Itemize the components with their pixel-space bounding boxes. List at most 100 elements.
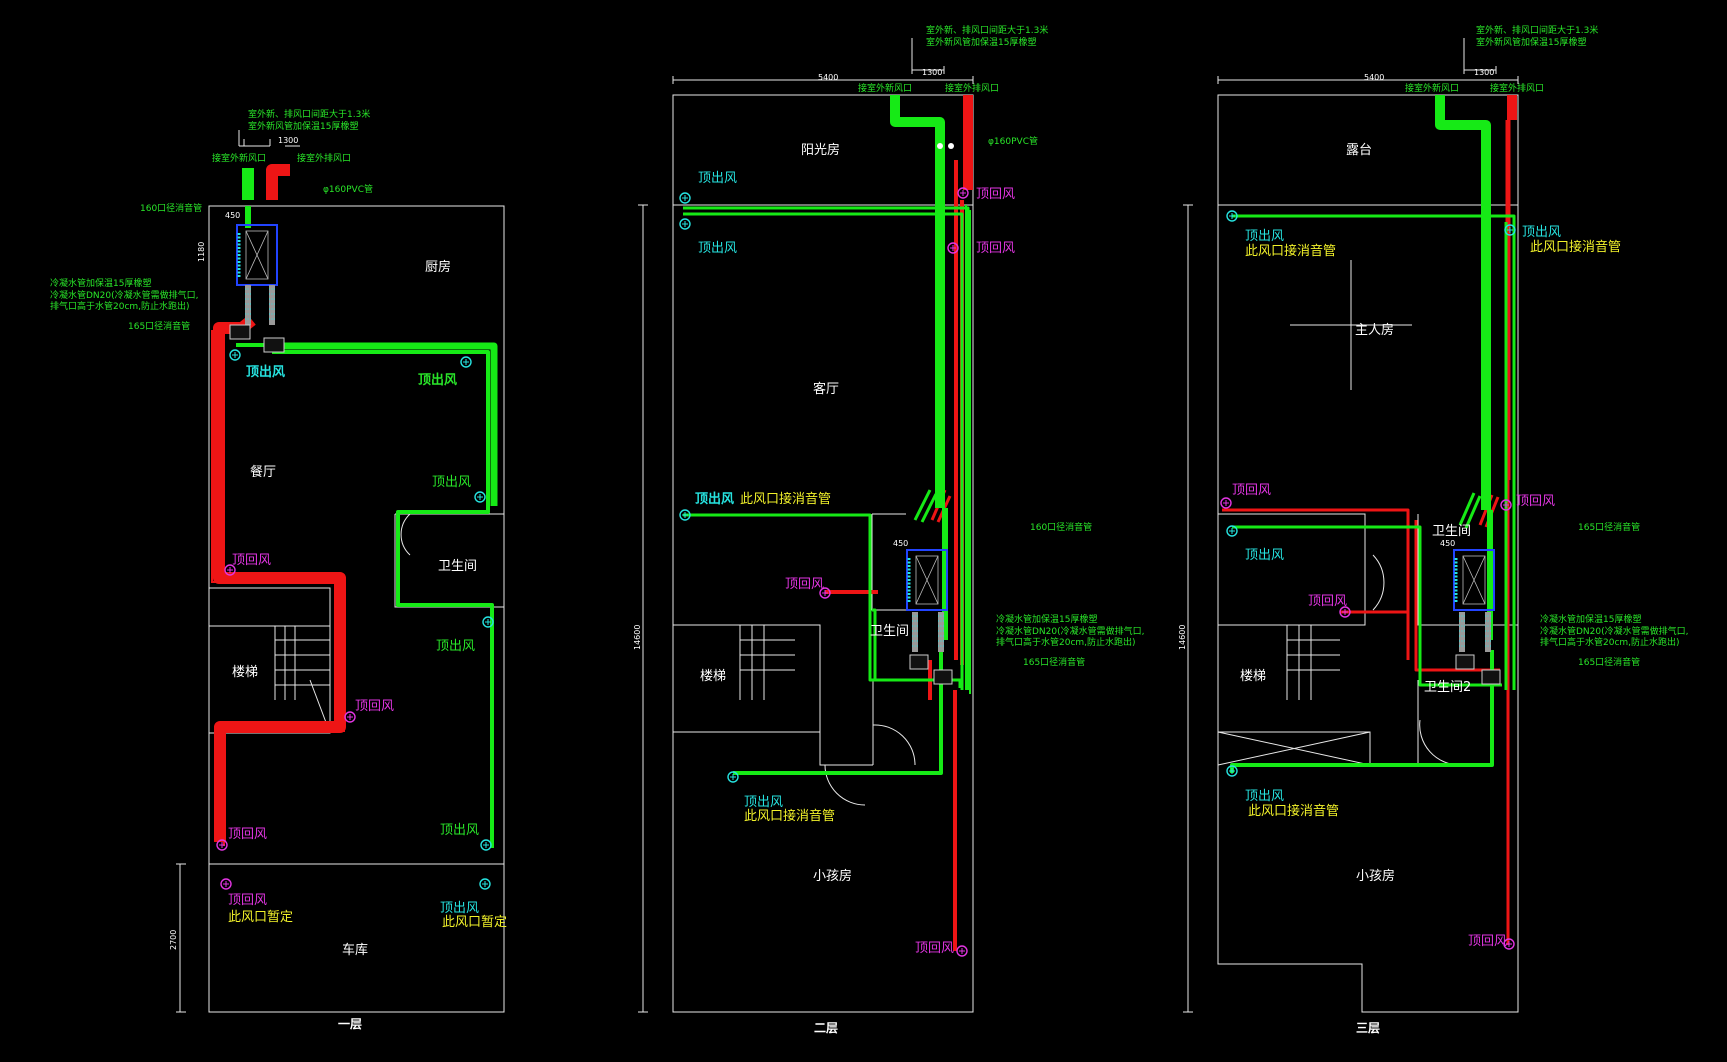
floor-1-plenum-b	[263, 337, 285, 353]
floor-2-plenum-a	[909, 654, 929, 670]
dim-w: 450	[1440, 539, 1455, 548]
lbl-silencer-c: 此风口接消音管	[740, 491, 831, 507]
floor-3-flex-duct-a	[1458, 611, 1466, 653]
note-water2: 冷凝水管DN20(冷凝水管需做排气口,	[996, 625, 1145, 637]
lbl-supply-d: 顶出风	[744, 795, 783, 810]
note-pvc: φ160PVC管	[323, 183, 373, 195]
note-insulation: 室外新风管加保温15厚橡塑	[248, 120, 358, 132]
dim-left: 14600	[633, 625, 642, 650]
room-master: 主人房	[1355, 322, 1394, 338]
floor-2-pvc-joint-a	[937, 143, 943, 149]
note-water2: 冷凝水管DN20(冷凝水管需做排气口,	[1540, 625, 1689, 637]
room-stairs: 楼梯	[700, 669, 726, 684]
lbl-return-a: 顶回风	[1232, 483, 1271, 498]
note-exhaust: 接室外排风口	[1490, 82, 1544, 94]
lbl-silencer-a: 此风口接消音管	[1245, 243, 1336, 259]
room-dining: 餐厅	[250, 464, 276, 480]
note-water1: 冷凝水管加保温15厚橡塑	[1540, 613, 1641, 625]
note-water1: 冷凝水管加保温15厚橡塑	[996, 613, 1097, 625]
note-pvc: φ160PVC管	[988, 135, 1038, 147]
lbl-supply-c: 顶出风	[432, 475, 471, 490]
floor-2-plan: 阳光房 客厅 卫生间 楼梯 小孩房 二层 室外新、排风口间距大于1.3米 室外新…	[633, 24, 1145, 1035]
room-bath2: 卫生间2	[1424, 680, 1471, 695]
lbl-silencer-d: 此风口接消音管	[1248, 803, 1339, 819]
note-fresh: 接室外新风口	[1405, 82, 1459, 94]
floor-1-flex-duct-b	[268, 284, 276, 326]
note-exhaust: 接室外排风口	[297, 152, 351, 164]
room-sunroom: 阳光房	[801, 142, 840, 158]
dim-h: 1180	[197, 242, 206, 262]
lbl-silencer-b: 此风口接消音管	[1530, 239, 1621, 255]
room-bath: 卫生间	[1432, 524, 1471, 539]
room-kitchen: 厨房	[425, 259, 451, 275]
lbl-return-b: 顶回风	[976, 241, 1015, 256]
note-silencer2: 165口径消音管	[1578, 656, 1640, 668]
note-silencer2: 165口径消音管	[1023, 656, 1085, 668]
dim-garage: 2700	[169, 930, 178, 950]
note-silencer1: 160口径消音管	[1030, 521, 1092, 533]
room-bath: 卫生间	[438, 559, 477, 574]
note-spacing: 室外新、排风口间距大于1.3米	[926, 24, 1048, 36]
note-water3: 排气口高于水管20cm,防止水跑出)	[50, 300, 190, 312]
note-water2: 冷凝水管DN20(冷凝水管需做排气口,	[50, 289, 199, 301]
floor-1-plan: 厨房 餐厅 卫生间 楼梯 车库 一层 室外新、排风口间距大于1.3米 室外新风管…	[50, 108, 507, 1031]
note-fresh: 接室外新风口	[212, 152, 266, 164]
lbl-return-g: 顶回风	[228, 893, 267, 908]
floor-1-fresh-air-unit	[235, 223, 279, 287]
lbl-supply-d: 顶出风	[1245, 789, 1284, 804]
note-water1: 冷凝水管加保温15厚橡塑	[50, 277, 151, 289]
floor-3-flex-duct-b	[1484, 611, 1492, 653]
dim-gap: 1300	[278, 136, 298, 145]
floor-1-plenum-a	[229, 324, 251, 340]
floor-2-walls	[638, 38, 974, 1013]
room-stairs: 楼梯	[232, 665, 258, 680]
dim-w: 450	[225, 211, 240, 220]
room-kid: 小孩房	[1356, 868, 1395, 884]
lbl-supply-a: 顶出风	[1245, 229, 1284, 244]
note-exhaust: 接室外排风口	[945, 82, 999, 94]
room-kid: 小孩房	[813, 868, 852, 884]
lbl-supply-b: 顶出风	[418, 372, 457, 388]
dim-left: 14600	[1178, 625, 1187, 650]
room-bath: 卫生间	[870, 624, 909, 639]
room-living: 客厅	[813, 381, 839, 397]
lbl-supply-a: 顶出风	[246, 364, 285, 380]
floor-2-supply-ducts	[683, 95, 971, 775]
lbl-return-b: 顶回风	[1516, 494, 1555, 509]
room-terrace: 露台	[1346, 143, 1372, 158]
lbl-supply-b: 顶出风	[1522, 225, 1561, 240]
room-stairs: 楼梯	[1240, 669, 1266, 684]
lbl-return-c: 顶回风	[785, 577, 824, 592]
floor-3-diffusers	[1220, 210, 1516, 950]
floor-2-diffusers	[679, 187, 969, 957]
note-spacing: 室外新、排风口间距大于1.3米	[248, 108, 370, 120]
lbl-temp-1: 此风口暂定	[228, 910, 293, 925]
floor-2-flex-duct-b	[937, 611, 945, 653]
lbl-supply-b: 顶出风	[698, 241, 737, 256]
floor-2-flex-duct-a	[911, 611, 919, 653]
lbl-return-c: 顶回风	[1308, 594, 1347, 609]
floor-3-plan: 露台 主人房 卫生间 卫生间2 楼梯 小孩房 三层 室外新、排风口间距大于1.3…	[1178, 24, 1689, 1035]
lbl-return-b: 顶回风	[355, 699, 394, 714]
floor-2-plenum-b	[933, 669, 953, 685]
lbl-return-d: 顶回风	[915, 941, 954, 956]
floor-2-title: 二层	[814, 1021, 838, 1035]
floor-1-thin-red-pairs	[211, 330, 345, 846]
floor-3-title: 三层	[1356, 1021, 1380, 1035]
dim-w: 450	[893, 539, 908, 548]
lbl-silencer-d: 此风口接消音管	[744, 808, 835, 824]
floor-2-pvc-joint-b	[948, 143, 954, 149]
dim-gap: 1300	[922, 68, 942, 77]
lbl-temp-2: 此风口暂定	[442, 915, 507, 930]
room-garage: 车库	[342, 942, 368, 958]
floor-1-title: 一层	[338, 1017, 362, 1031]
note-water3: 排气口高于水管20cm,防止水跑出)	[1540, 636, 1680, 648]
floor-3-plenum-a	[1455, 654, 1475, 670]
note-insulation: 室外新风管加保温15厚橡塑	[926, 36, 1036, 48]
floor-2-fresh-air-unit	[905, 548, 949, 612]
note-insulation: 室外新风管加保温15厚橡塑	[1476, 36, 1586, 48]
note-silencer2: 165口径消音管	[128, 320, 190, 332]
note-silencer1: 165口径消音管	[1578, 521, 1640, 533]
dim-top: 5400	[818, 73, 838, 82]
